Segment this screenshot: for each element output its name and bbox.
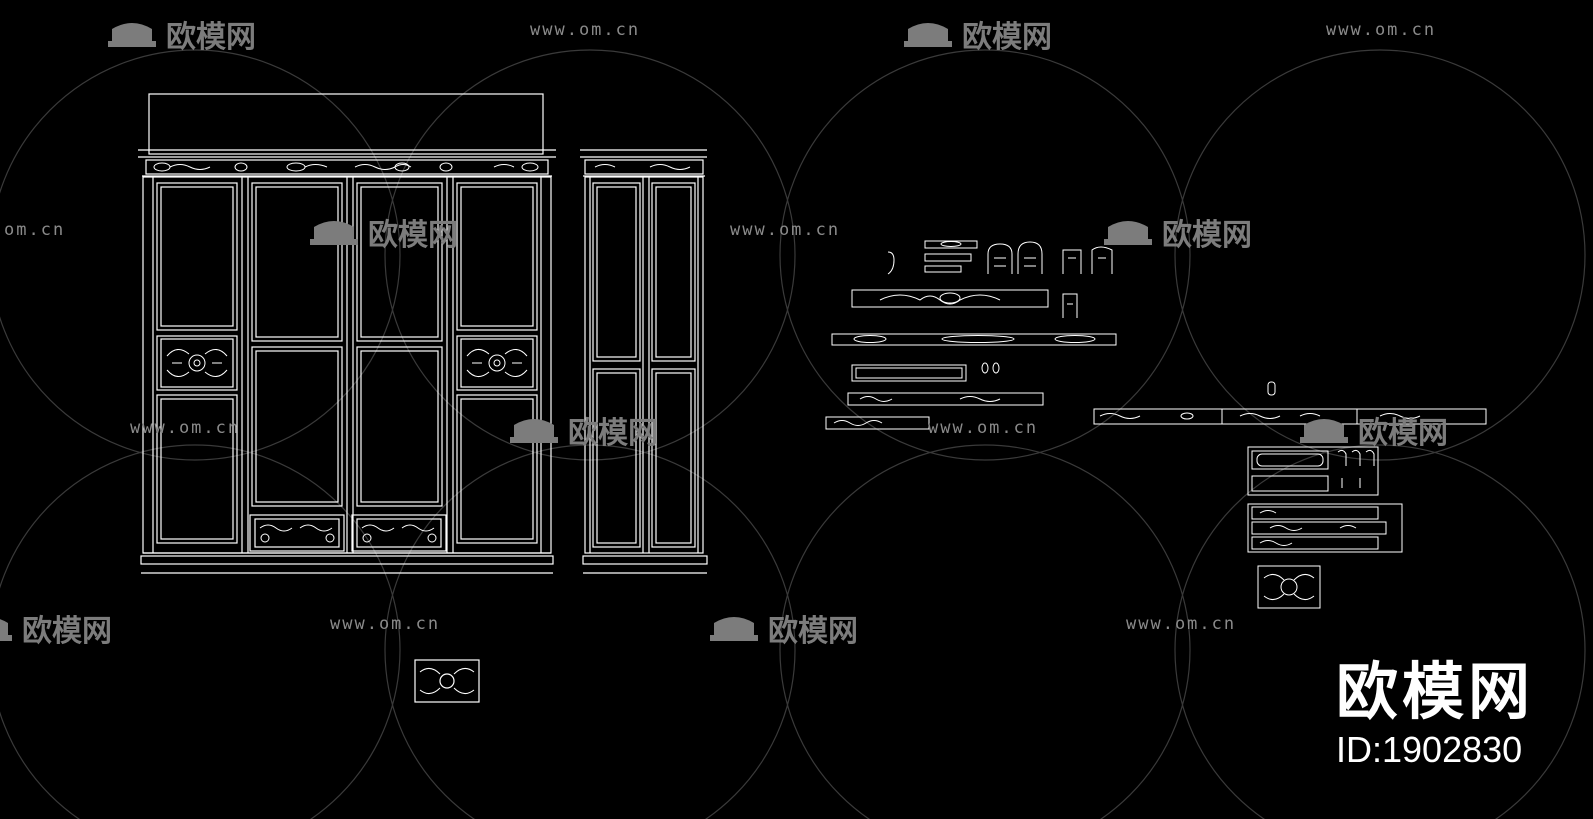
watermark-logo: 欧模网 xyxy=(900,12,1052,56)
watermark-logo-text: 欧模网 xyxy=(962,20,1052,55)
watermark-url: om.cn xyxy=(4,220,66,240)
watermark-logo-text: 欧模网 xyxy=(22,614,112,649)
model-id: ID:1902830 xyxy=(1336,729,1523,770)
watermark-url: www.om.cn xyxy=(330,614,441,634)
watermark-logo: 欧模网 xyxy=(1100,210,1252,254)
moulding-strip xyxy=(1093,408,1487,425)
drawer-carving xyxy=(259,524,437,543)
dimension-frame xyxy=(148,93,544,155)
plinth xyxy=(140,555,554,565)
watermark-logo: 欧模网 xyxy=(1296,408,1448,452)
sofa-icon xyxy=(310,221,358,245)
carved-medallion-right xyxy=(466,349,528,377)
ornament-details xyxy=(825,240,1276,430)
watermark-url: www.om.cn xyxy=(928,418,1039,438)
wardrobe-side-elevation xyxy=(580,149,708,574)
sofa-icon xyxy=(510,419,558,443)
watermark-logo-text: 欧模网 xyxy=(166,20,256,55)
crown-frieze xyxy=(145,159,549,175)
brand-name: 欧模网 xyxy=(1336,655,1535,728)
watermark-logo: 欧模网 xyxy=(306,210,458,254)
watermark-logo-text: 欧模网 xyxy=(1162,218,1252,253)
sofa-icon xyxy=(0,619,12,641)
watermark-logo-text: 欧模网 xyxy=(368,218,458,253)
watermark-logo: 欧模网 xyxy=(0,606,112,650)
watermark-url: www.om.cn xyxy=(1326,20,1437,40)
watermark-logo: 欧模网 xyxy=(706,606,858,650)
sofa-icon xyxy=(1300,419,1348,443)
sofa-icon xyxy=(108,23,156,47)
carved-medallion-left xyxy=(166,349,228,377)
watermark-logo-text: 欧模网 xyxy=(568,416,658,451)
watermark-logo-text: 欧模网 xyxy=(1358,416,1448,451)
panel-details xyxy=(1247,446,1403,609)
watermark-url: www.om.cn xyxy=(1126,614,1237,634)
medallion-detail xyxy=(414,659,480,703)
watermark-url: www.om.cn xyxy=(530,20,641,40)
sofa-icon xyxy=(710,617,758,641)
watermark-logo-text: 欧模网 xyxy=(768,614,858,649)
watermark-url: www.om.cn xyxy=(730,220,841,240)
watermark-logo: 欧模网 xyxy=(506,408,658,452)
watermark-logo: 欧模网 xyxy=(104,12,256,56)
sofa-icon xyxy=(1104,221,1152,245)
brand-block: 欧模网 ID:1902830 xyxy=(1336,656,1586,770)
sofa-icon xyxy=(904,23,952,47)
watermark-url: www.om.cn xyxy=(130,418,241,438)
wardrobe-front-elevation xyxy=(138,93,556,574)
